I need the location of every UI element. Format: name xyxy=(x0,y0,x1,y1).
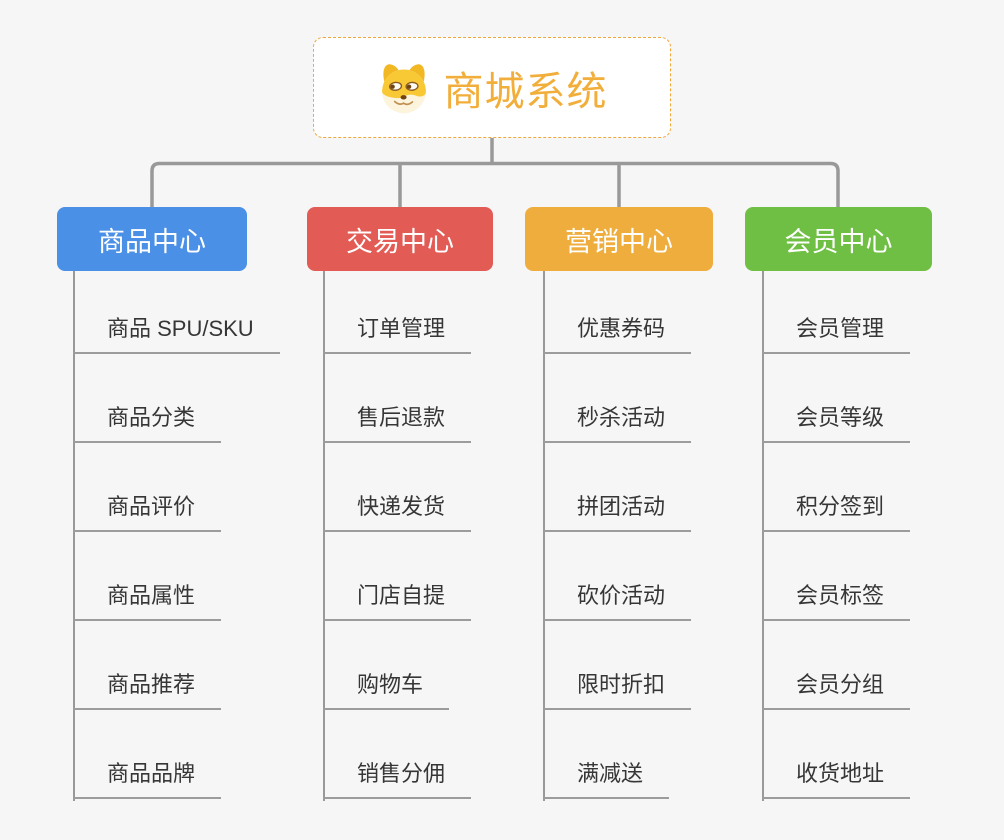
branch-children-product-center: 商品 SPU/SKU 商品分类 商品评价 商品属性 商品推荐 商品品牌 xyxy=(73,271,333,803)
leaf-node[interactable]: 满减送 xyxy=(543,759,670,799)
leaf-node[interactable]: 拼团活动 xyxy=(543,492,692,532)
leaf-node[interactable]: 砍价活动 xyxy=(543,581,692,621)
branch-node-marketing-center[interactable]: 营销中心 xyxy=(525,207,713,271)
branch-label: 会员中心 xyxy=(784,226,893,257)
leaf-node[interactable]: 订单管理 xyxy=(323,314,472,354)
root-node[interactable]: 商城系统 xyxy=(313,37,671,138)
leaf-node[interactable]: 会员标签 xyxy=(762,581,911,621)
branch-node-trade-center[interactable]: 交易中心 xyxy=(307,207,493,271)
leaf-node[interactable]: 秒杀活动 xyxy=(543,403,692,443)
branch-children-member-center: 会员管理 会员等级 积分签到 会员标签 会员分组 收货地址 xyxy=(762,271,1004,803)
branch-node-member-center[interactable]: 会员中心 xyxy=(745,207,932,271)
leaf-node[interactable]: 会员管理 xyxy=(762,314,911,354)
leaf-node[interactable]: 商品评价 xyxy=(73,492,222,532)
leaf-node[interactable]: 商品品牌 xyxy=(73,759,222,799)
branch-children-marketing-center: 优惠券码 秒杀活动 拼团活动 砍价活动 限时折扣 满减送 xyxy=(543,271,803,803)
branch-label: 交易中心 xyxy=(346,226,454,257)
branch-node-product-center[interactable]: 商品中心 xyxy=(57,207,247,271)
leaf-node[interactable]: 积分签到 xyxy=(762,492,911,532)
leaf-node[interactable]: 收货地址 xyxy=(762,759,911,799)
branch-label: 营销中心 xyxy=(565,226,673,257)
leaf-node[interactable]: 商品分类 xyxy=(73,403,222,443)
branch-children-trade-center: 订单管理 售后退款 快递发货 门店自提 购物车 销售分佣 xyxy=(323,271,583,803)
leaf-node[interactable]: 销售分佣 xyxy=(323,759,472,799)
leaf-node[interactable]: 商品属性 xyxy=(73,581,222,621)
leaf-node[interactable]: 商品 SPU/SKU xyxy=(73,314,280,354)
root-title: 商城系统 xyxy=(443,69,608,114)
leaf-node[interactable]: 限时折扣 xyxy=(543,670,692,710)
leaf-node[interactable]: 售后退款 xyxy=(323,403,472,443)
leaf-node[interactable]: 购物车 xyxy=(323,670,450,710)
leaf-node[interactable]: 优惠券码 xyxy=(543,314,692,354)
leaf-node[interactable]: 会员等级 xyxy=(762,403,911,443)
branch-label: 商品中心 xyxy=(98,226,206,257)
leaf-node[interactable]: 快递发货 xyxy=(323,492,472,532)
leaf-node[interactable]: 门店自提 xyxy=(323,581,472,621)
leaf-node[interactable]: 商品推荐 xyxy=(73,670,222,710)
doge-icon xyxy=(381,63,426,113)
leaf-node[interactable]: 会员分组 xyxy=(762,670,911,710)
